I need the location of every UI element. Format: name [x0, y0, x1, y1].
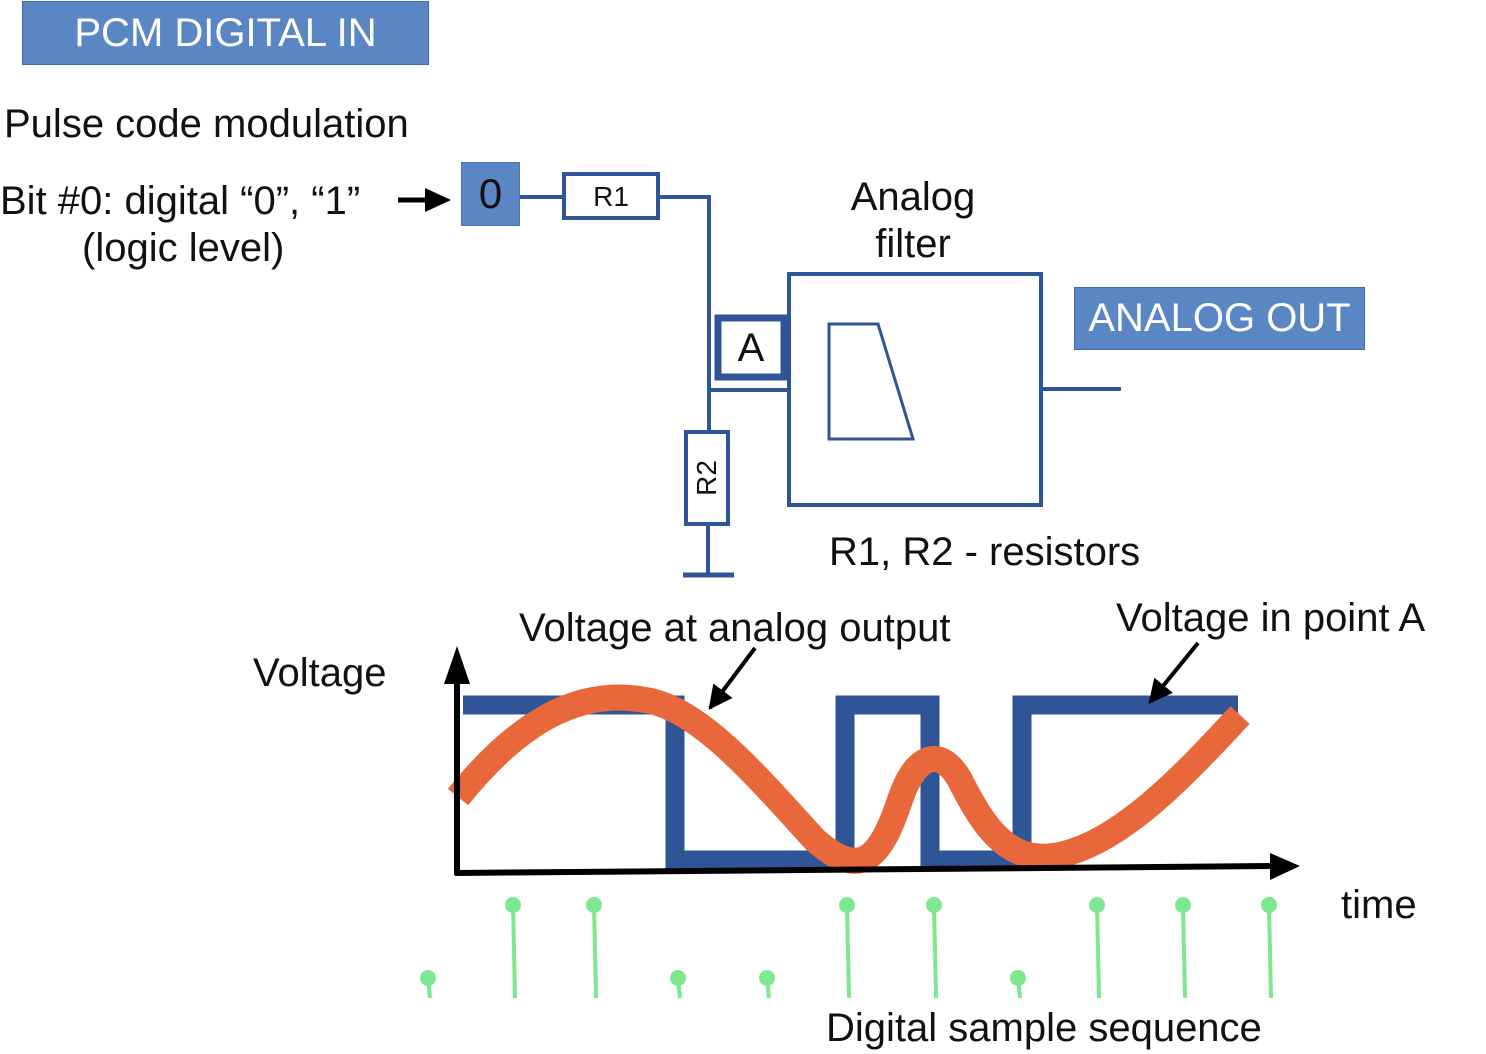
- bit-description-label: Bit #0: digital “0”, “1”: [0, 179, 361, 223]
- bit-value-box: 0: [461, 162, 520, 226]
- sample-stem: [511, 904, 517, 999]
- y-axis-arrow-icon: [444, 646, 470, 684]
- point-a-voltage-annotation: Voltage in point A: [1116, 596, 1426, 640]
- sample-dot: [1089, 897, 1105, 913]
- sample-stem: [1267, 904, 1273, 999]
- logic-level-label: (logic level): [82, 226, 285, 270]
- resistor-r1: [562, 172, 660, 220]
- wire-r1-node: [658, 195, 711, 432]
- point-a-annotation-arrow-icon: [1148, 641, 1200, 704]
- output-voltage-annotation: Voltage at analog output: [519, 606, 951, 650]
- filter-symbol-icon: [827, 322, 916, 441]
- analog-output-curve: [447, 684, 1250, 874]
- sample-dot: [759, 970, 775, 986]
- analog-out-badge: ANALOG OUT: [1074, 287, 1365, 350]
- point-a-box: [714, 314, 788, 381]
- input-arrow-icon: [398, 188, 451, 212]
- filter-title-line2: filter: [875, 222, 951, 266]
- sample-dot: [926, 897, 942, 913]
- analog-filter-box: [787, 272, 1043, 507]
- samples-label: Digital sample sequence: [826, 1006, 1262, 1050]
- x-axis: [454, 863, 1276, 876]
- sample-dot: [586, 897, 602, 913]
- circuit: R1 A R2: [398, 172, 1121, 578]
- sample-dot: [505, 897, 521, 913]
- sample-dot: [1010, 970, 1026, 986]
- x-axis-arrow-icon: [1270, 853, 1300, 880]
- resistor-r2-label: R2: [691, 460, 722, 496]
- voltage-graph: [420, 641, 1300, 999]
- pcm-digital-in-badge: PCM DIGITAL IN: [22, 1, 429, 65]
- sample-stem: [845, 904, 851, 999]
- resistors-note: R1, R2 - resistors: [829, 530, 1141, 574]
- sample-stem: [1181, 904, 1187, 999]
- sample-dot: [670, 970, 686, 986]
- output-annotation-arrow-icon: [708, 646, 757, 710]
- modulation-label: Pulse code modulation: [4, 102, 409, 146]
- sample-stem: [932, 904, 938, 999]
- x-axis-label: time: [1341, 883, 1417, 927]
- digital-samples: [420, 897, 1277, 999]
- y-axis-label: Voltage: [253, 651, 387, 695]
- sample-dot: [1261, 897, 1277, 913]
- resistor-r1-label: R1: [593, 181, 629, 212]
- sample-dot: [420, 970, 436, 986]
- sample-dot: [1175, 897, 1191, 913]
- resistor-r2: [684, 430, 730, 526]
- sample-dot: [839, 897, 855, 913]
- square-wave-point-a: [463, 695, 1238, 870]
- sample-stem: [592, 904, 598, 999]
- sample-stem: [1095, 904, 1101, 999]
- filter-title-line1: Analog: [850, 175, 976, 219]
- point-a-label: A: [738, 326, 765, 370]
